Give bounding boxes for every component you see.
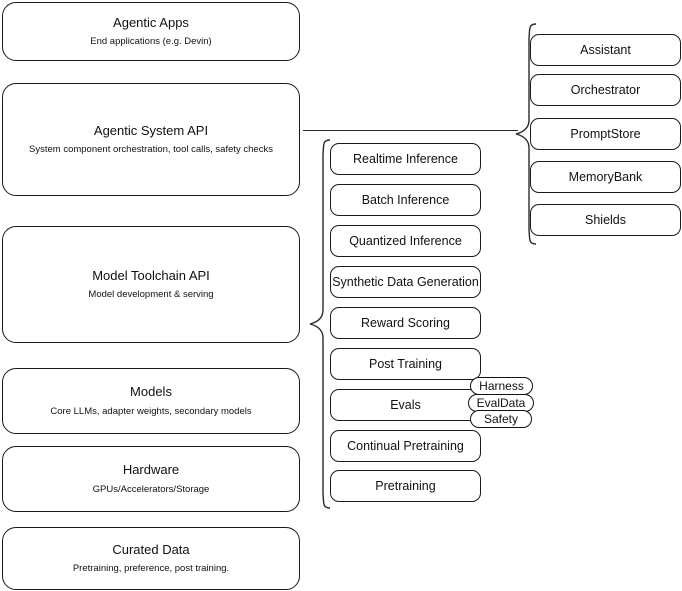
- component-label: Quantized Inference: [349, 233, 462, 248]
- brace-model-toolchain: [309, 139, 331, 509]
- component-box-shields[interactable]: Shields: [530, 204, 681, 236]
- layer-title: Hardware: [122, 462, 180, 478]
- component-box-post-training[interactable]: Post Training: [330, 348, 481, 380]
- component-box-quantized-inference[interactable]: Quantized Inference: [330, 225, 481, 257]
- component-box-pretraining[interactable]: Pretraining: [330, 470, 481, 502]
- component-label: MemoryBank: [568, 169, 643, 184]
- component-box-reward-scoring[interactable]: Reward Scoring: [330, 307, 481, 339]
- layer-box-models[interactable]: Models Core LLMs, adapter weights, secon…: [2, 368, 300, 434]
- component-label: Post Training: [369, 356, 442, 371]
- layer-box-curated-data[interactable]: Curated Data Pretraining, preference, po…: [2, 527, 300, 590]
- component-box-promptstore[interactable]: PromptStore: [530, 118, 681, 150]
- component-box-continual-pretraining[interactable]: Continual Pretraining: [330, 430, 481, 462]
- layer-box-agentic-system-api[interactable]: Agentic System API System component orch…: [2, 83, 300, 196]
- component-label: Orchestrator: [570, 82, 641, 97]
- component-box-orchestrator[interactable]: Orchestrator: [530, 74, 681, 106]
- component-label: Assistant: [580, 42, 631, 57]
- evals-subcomponent-evaldata[interactable]: EvalData: [468, 394, 534, 412]
- layer-box-model-toolchain-api[interactable]: Model Toolchain API Model development & …: [2, 226, 300, 343]
- component-box-batch-inference[interactable]: Batch Inference: [330, 184, 481, 216]
- component-label: Shields: [585, 212, 626, 227]
- layer-subtitle: System component orchestration, tool cal…: [29, 144, 273, 156]
- evals-subcomponent-harness[interactable]: Harness: [470, 377, 533, 395]
- layer-subtitle: Model development & serving: [88, 289, 214, 301]
- component-label: Synthetic Data Generation: [332, 274, 479, 289]
- brace-system-components: [515, 23, 537, 245]
- evals-subcomponent-label: Safety: [483, 412, 519, 426]
- component-label: Reward Scoring: [361, 315, 450, 330]
- component-box-realtime-inference[interactable]: Realtime Inference: [330, 143, 481, 175]
- layer-subtitle: End applications (e.g. Devin): [90, 36, 212, 48]
- layer-subtitle: Pretraining, preference, post training.: [72, 563, 230, 575]
- component-label: Evals: [390, 397, 421, 412]
- connector-line-system-api-to-components: [303, 130, 518, 132]
- layer-title: Agentic System API: [93, 122, 209, 138]
- layer-box-hardware[interactable]: Hardware GPUs/Accelerators/Storage: [2, 446, 300, 512]
- component-box-evals[interactable]: Evals: [330, 389, 481, 421]
- component-label: PromptStore: [570, 126, 641, 141]
- component-label: Realtime Inference: [353, 151, 458, 166]
- evals-subcomponent-label: Harness: [479, 379, 524, 393]
- layer-title: Curated Data: [112, 541, 190, 557]
- component-label: Pretraining: [375, 478, 436, 493]
- layer-subtitle: GPUs/Accelerators/Storage: [92, 483, 210, 495]
- layer-title: Models: [130, 384, 172, 400]
- component-box-memorybank[interactable]: MemoryBank: [530, 161, 681, 193]
- layer-title: Model Toolchain API: [92, 267, 210, 283]
- layer-box-agentic-apps[interactable]: Agentic Apps End applications (e.g. Devi…: [2, 2, 300, 61]
- evals-subcomponent-label: EvalData: [476, 396, 526, 410]
- component-label: Continual Pretraining: [347, 438, 464, 453]
- component-box-synthetic-data-generation[interactable]: Synthetic Data Generation: [330, 266, 481, 298]
- evals-subcomponent-safety[interactable]: Safety: [470, 410, 532, 428]
- layer-title: Agentic Apps: [113, 14, 189, 30]
- layer-subtitle: Core LLMs, adapter weights, secondary mo…: [50, 405, 252, 417]
- component-label: Batch Inference: [361, 192, 450, 207]
- component-box-assistant[interactable]: Assistant: [530, 34, 681, 66]
